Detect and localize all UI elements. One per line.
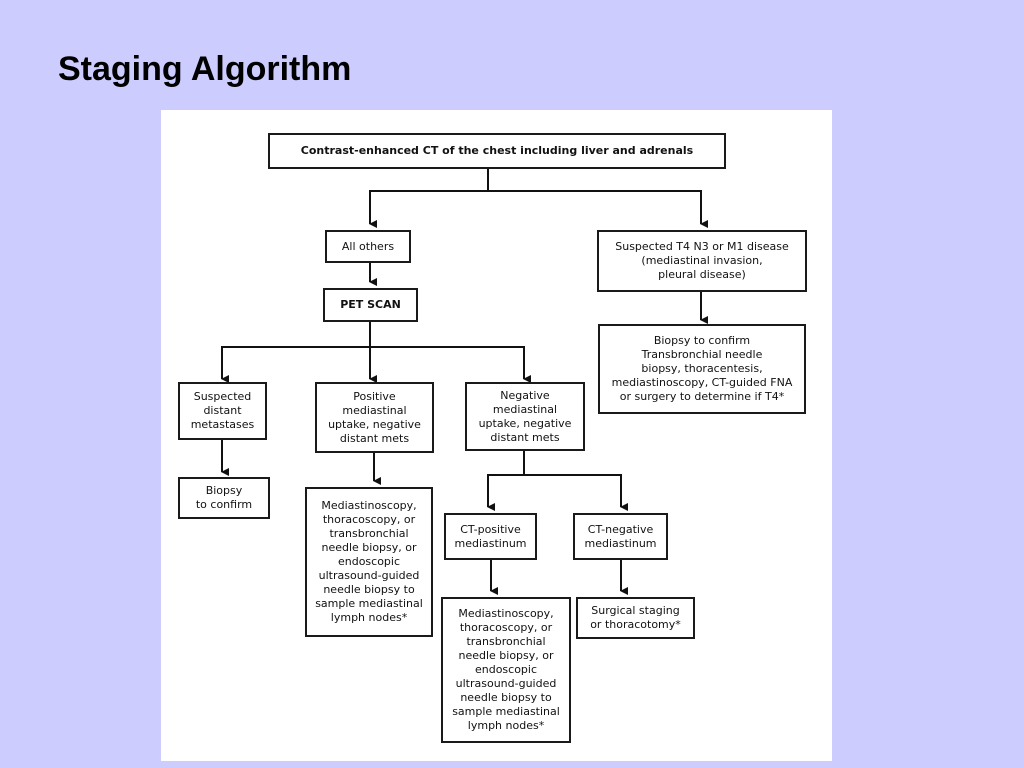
flowchart-connectors [221, 169, 708, 595]
node-suspected-t4-disease: Suspected T4 N3 or M1 disease (mediastin… [597, 230, 807, 292]
connector-ct-all-others [369, 169, 489, 228]
connector-pet-negative [370, 346, 531, 383]
connector-pet-distant [221, 322, 371, 383]
node-pet-scan: PET SCAN [323, 288, 418, 322]
node-suspected-distant-metastases: Suspected distant metastases [178, 382, 267, 440]
node-ct-positive-mediastinum: CT-positive mediastinum [444, 513, 537, 560]
node-mediastinoscopy-center: Mediastinoscopy, thoracoscopy, or transb… [441, 597, 571, 743]
flowchart-panel: Contrast-enhanced CT of the chest includ… [161, 110, 832, 761]
slide-title: Staging Algorithm [58, 50, 352, 88]
node-contrast-ct: Contrast-enhanced CT of the chest includ… [268, 133, 726, 169]
node-negative-mediastinal-uptake: Negative mediastinal uptake, negative di… [465, 382, 585, 451]
node-biopsy-to-confirm: Biopsy to confirm [178, 477, 270, 519]
node-positive-mediastinal-uptake: Positive mediastinal uptake, negative di… [315, 382, 434, 453]
connector-negative-ct-negative [524, 474, 628, 511]
node-ct-negative-mediastinum: CT-negative mediastinum [573, 513, 668, 560]
node-surgical-staging: Surgical staging or thoracotomy* [576, 597, 695, 639]
connector-negative-ct-positive [487, 451, 525, 511]
node-biopsy-t4: Biopsy to confirm Transbronchial needle … [598, 324, 806, 414]
node-all-others: All others [325, 230, 411, 263]
connector-ct-suspected-t4 [488, 190, 708, 228]
node-mediastinoscopy-left: Mediastinoscopy, thoracoscopy, or transb… [305, 487, 433, 637]
